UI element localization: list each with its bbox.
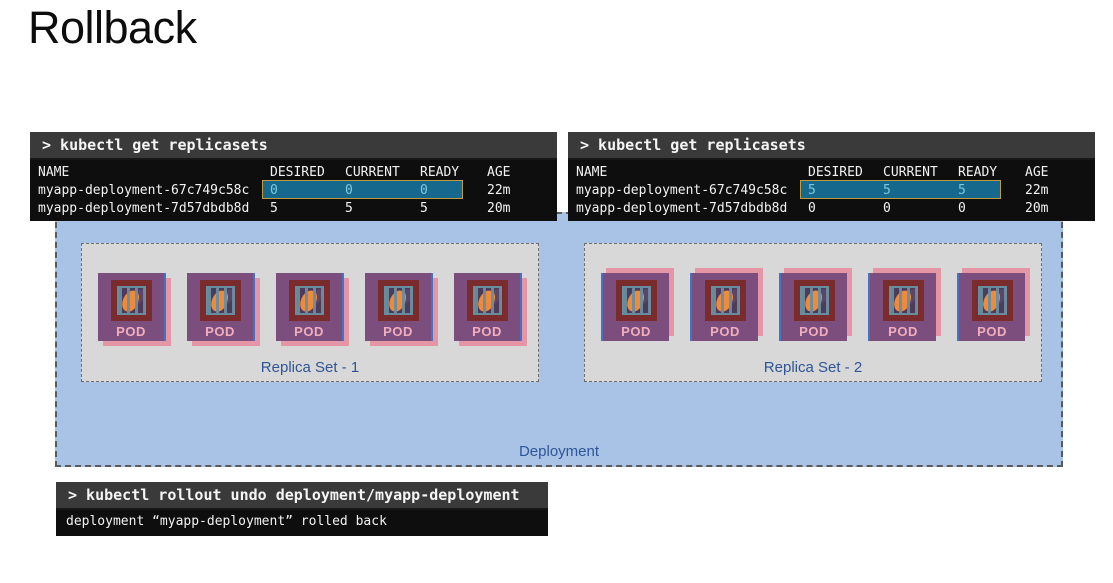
pod-container-icon (466, 280, 508, 321)
pod: POD (601, 273, 669, 341)
pod: POD (690, 273, 758, 341)
replicaset-1-label: Replica Set - 1 (260, 359, 360, 376)
column-header-name: NAME (576, 164, 608, 180)
replicaset-1-box: POD POD POD POD POD Re (81, 243, 539, 382)
terminal-command-left: > kubectl get replicasets (30, 132, 557, 160)
column-header-name: NAME (38, 164, 70, 180)
highlight-box (800, 180, 1001, 199)
table-row-replicaset-old: myapp-deployment-67c749c58c 5 5 5 22m (568, 180, 1095, 199)
cell-ready: 5 (958, 182, 966, 198)
pod-container-icon (615, 280, 657, 321)
pod: POD (957, 273, 1025, 341)
cell-age: 22m (1025, 182, 1049, 198)
cell-ready: 0 (420, 182, 428, 198)
pod-label: POD (472, 324, 502, 339)
cell-current: 0 (883, 200, 891, 216)
pod-label: POD (977, 324, 1007, 339)
pod-container-icon (377, 280, 419, 321)
column-header-current: CURRENT (345, 164, 400, 180)
cell-current: 5 (883, 182, 891, 198)
page-title: Rollback (28, 2, 197, 53)
pod-label: POD (383, 324, 413, 339)
cell-desired: 5 (808, 182, 816, 198)
pod-label: POD (799, 324, 829, 339)
cell-age: 22m (487, 182, 511, 198)
pod: POD (276, 273, 344, 341)
terminal-window-right: > kubectl get replicasets NAME DESIRED C… (568, 132, 1095, 221)
table-row-replicaset-new: myapp-deployment-7d57dbdb8d 0 0 0 20m (568, 199, 1095, 217)
pod: POD (779, 273, 847, 341)
cell-ready: 0 (958, 200, 966, 216)
pod-container-icon (793, 280, 835, 321)
pod-container-icon (110, 280, 152, 321)
column-header-age: AGE (487, 164, 511, 180)
pod: POD (365, 273, 433, 341)
column-header-ready: READY (420, 164, 460, 180)
pod: POD (187, 273, 255, 341)
table-header-row: NAME DESIRED CURRENT READY AGE (568, 163, 1095, 181)
cell-name: myapp-deployment-7d57dbdb8d (576, 200, 788, 216)
table-row-replicaset-old: myapp-deployment-67c749c58c 0 0 0 22m (30, 180, 557, 199)
cell-name: myapp-deployment-67c749c58c (38, 182, 250, 198)
terminal-command-right: > kubectl get replicasets (568, 132, 1095, 160)
pod-container-icon (288, 280, 330, 321)
pod: POD (868, 273, 936, 341)
cell-age: 20m (1025, 200, 1049, 216)
pod-label: POD (116, 324, 146, 339)
pod-container-icon (199, 280, 241, 321)
pods-row: POD POD POD POD POD (98, 273, 522, 341)
pod-label: POD (294, 324, 324, 339)
pods-row: POD POD POD POD POD (601, 273, 1025, 341)
cell-name: myapp-deployment-67c749c58c (576, 182, 788, 198)
cell-desired: 5 (270, 200, 278, 216)
terminal-window-left: > kubectl get replicasets NAME DESIRED C… (30, 132, 557, 221)
pod-label: POD (710, 324, 740, 339)
pod: POD (454, 273, 522, 341)
cell-desired: 0 (270, 182, 278, 198)
replicaset-2-box: POD POD POD POD POD Re (584, 243, 1042, 382)
column-header-desired: DESIRED (270, 164, 325, 180)
pod-container-icon (971, 280, 1013, 321)
terminal-output-left: NAME DESIRED CURRENT READY AGE myapp-dep… (30, 160, 557, 221)
pod-label: POD (621, 324, 651, 339)
terminal-output-right: NAME DESIRED CURRENT READY AGE myapp-dep… (568, 160, 1095, 221)
deployment-label: Deployment (518, 443, 600, 460)
cell-name: myapp-deployment-7d57dbdb8d (38, 200, 250, 216)
pod-container-icon (882, 280, 924, 321)
pod-label: POD (888, 324, 918, 339)
deployment-box: POD POD POD POD POD Re (55, 212, 1063, 467)
column-header-current: CURRENT (883, 164, 938, 180)
cell-ready: 5 (420, 200, 428, 216)
column-header-ready: READY (958, 164, 998, 180)
cell-current: 0 (345, 182, 353, 198)
cell-age: 20m (487, 200, 511, 216)
replicaset-2-label: Replica Set - 2 (763, 359, 863, 376)
terminal-window-rollback: > kubectl rollout undo deployment/myapp-… (56, 482, 548, 536)
terminal-output-rollback: deployment “myapp-deployment” rolled bac… (56, 510, 548, 536)
highlight-box (262, 180, 463, 199)
table-row-replicaset-new: myapp-deployment-7d57dbdb8d 5 5 5 20m (30, 199, 557, 217)
column-header-age: AGE (1025, 164, 1049, 180)
column-header-desired: DESIRED (808, 164, 863, 180)
table-header-row: NAME DESIRED CURRENT READY AGE (30, 163, 557, 181)
pod-container-icon (704, 280, 746, 321)
pod: POD (98, 273, 166, 341)
terminal-command-rollback: > kubectl rollout undo deployment/myapp-… (56, 482, 548, 510)
pod-label: POD (205, 324, 235, 339)
cell-current: 5 (345, 200, 353, 216)
cell-desired: 0 (808, 200, 816, 216)
